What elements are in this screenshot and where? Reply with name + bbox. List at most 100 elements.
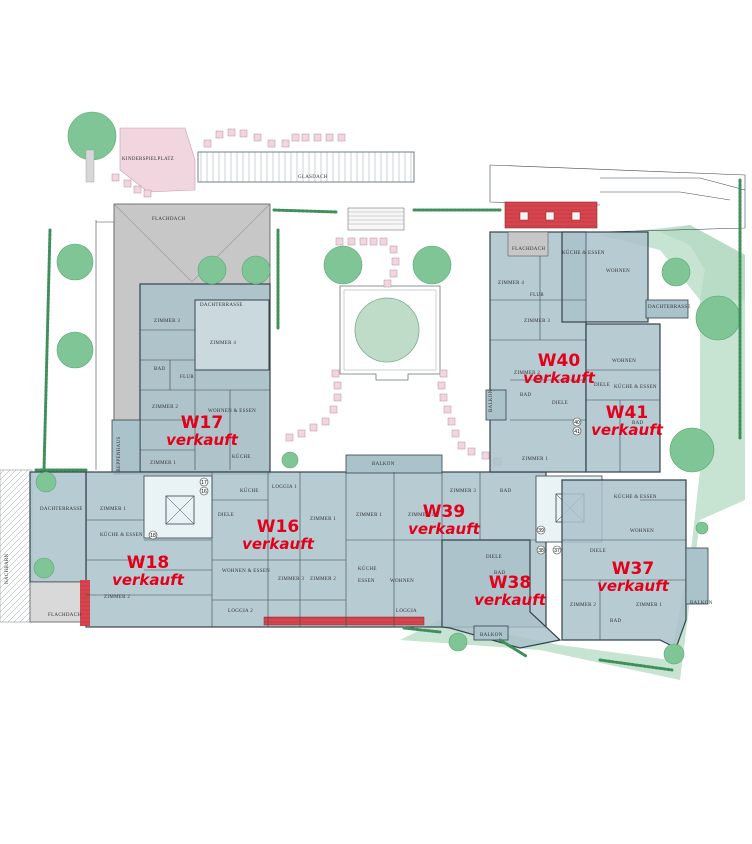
label-kueche-essen: KÜCHE & ESSEN xyxy=(614,384,657,390)
svg-text:38: 38 xyxy=(538,548,544,554)
label-dachterrasse-w18: DACHTERRASSE xyxy=(40,507,83,512)
label-balkon: BALKON xyxy=(480,633,503,638)
courtyard xyxy=(285,207,502,466)
label-zimmer2: ZIMMER 2 xyxy=(152,405,178,410)
label-flur: FLUR xyxy=(180,375,194,380)
svg-text:18: 18 xyxy=(150,533,156,539)
svg-text:37: 37 xyxy=(554,548,560,554)
label-kueche: KÜCHE xyxy=(358,566,377,572)
label-zimmer1: ZIMMER 1 xyxy=(636,603,662,608)
apartment-w41[interactable]: WOHNEN KÜCHE & ESSEN DIELE BAD DACHTERRA… xyxy=(585,299,691,473)
label-kueche-essen: KÜCHE & ESSEN xyxy=(614,494,657,500)
label-bad: BAD xyxy=(610,619,622,624)
label-zimmer1: ZIMMER 1 xyxy=(356,513,382,518)
label-zimmer1: ZIMMER 1 xyxy=(310,517,336,522)
label-wohnen: WOHNEN & ESSEN xyxy=(222,569,270,574)
unit-id: W41 xyxy=(605,403,649,423)
unit-markers: 17 16 18 40 41 39 38 37 xyxy=(148,417,582,555)
label-zimmer2: ZIMMER 2 xyxy=(570,603,596,608)
svg-text:41: 41 xyxy=(574,429,580,435)
pavers-top xyxy=(111,128,346,198)
label-flachdach-bottom: FLACHDACH xyxy=(48,613,81,618)
unit-label-w39[interactable]: W39 verkauft xyxy=(398,502,490,538)
tree-icon xyxy=(663,643,685,665)
label-wohnen: WOHNEN xyxy=(606,269,630,274)
marker-40: 40 xyxy=(572,417,582,427)
unit-status: verkauft xyxy=(474,590,546,609)
label-wohnen: WOHNEN xyxy=(390,579,414,584)
label-diele: DIELE xyxy=(486,555,502,560)
apartment-w18[interactable]: ZIMMER 1 KÜCHE & ESSEN ZIMMER 2 xyxy=(86,507,212,600)
tree-icon xyxy=(323,245,363,285)
label-diele: DIELE xyxy=(552,401,568,406)
label-nachbarn: NACHBARN xyxy=(5,553,10,584)
label-zimmer3: ZIMMER 3 xyxy=(278,577,304,582)
label-bad: BAD xyxy=(500,489,512,494)
unit-label-w41[interactable]: W41 verkauft xyxy=(582,403,672,439)
label-flur: FLUR xyxy=(530,293,544,298)
unit-label-w17[interactable]: W17 verkauft xyxy=(158,413,246,449)
unit-id: W39 xyxy=(422,502,466,522)
label-kinderspielplatz: KINDERSPIELPLATZ xyxy=(122,157,174,162)
playground: KINDERSPIELPLATZ xyxy=(67,111,196,193)
tree-icon xyxy=(661,257,691,287)
label-wohnen: WOHNEN xyxy=(612,359,636,364)
hedges xyxy=(34,178,742,672)
unit-id: W40 xyxy=(537,351,581,371)
tree-icon xyxy=(241,255,271,285)
label-balkon: BALKON xyxy=(690,601,713,606)
tree-icon xyxy=(669,427,715,473)
apartment-w40[interactable]: FLACHDACH KÜCHE & ESSEN WOHNEN ZIMMER 4 … xyxy=(485,201,649,473)
tree-icon xyxy=(448,632,468,652)
label-treppenhaus: TREPPENHAUS xyxy=(117,436,122,475)
label-dachterrasse: DACHTERRASSE xyxy=(200,303,243,308)
label-loggia1: LOGGIA 1 xyxy=(272,485,297,490)
svg-text:40: 40 xyxy=(574,420,580,426)
unit-id: W17 xyxy=(180,413,224,433)
unit-id: W16 xyxy=(256,517,300,537)
label-zimmer4: ZIMMER 4 xyxy=(498,281,524,286)
apartment-w16[interactable]: KÜCHE DIELE LOGGIA 1 ZIMMER 1 WOHNEN & E… xyxy=(211,472,346,627)
label-kueche: KÜCHE xyxy=(232,454,251,460)
apartment-w17[interactable]: ZIMMER 3 ZIMMER 4 DACHTERRASSE BAD FLUR … xyxy=(111,283,271,475)
label-zimmer2: ZIMMER 2 xyxy=(408,513,434,518)
unit-label-w18[interactable]: W18 verkauft xyxy=(102,553,194,589)
marker-41: 41 xyxy=(572,426,582,436)
glass-roof: GLASDACH xyxy=(197,151,415,183)
unit-id: W37 xyxy=(611,559,655,579)
label-essen: ESSEN xyxy=(358,579,375,584)
marker-38: 38 xyxy=(536,545,546,555)
label-loggia: LOGGIA xyxy=(396,609,417,614)
tree-icon xyxy=(412,245,452,285)
fountain-icon xyxy=(354,297,420,363)
label-kueche-essen: KÜCHE & ESSEN xyxy=(100,532,143,538)
unit-id: W18 xyxy=(126,553,170,573)
label-wohnen: WOHNEN & ESSEN xyxy=(208,409,256,414)
label-balkon: BALKON xyxy=(372,462,395,467)
unit-label-w37[interactable]: W37 verkauft xyxy=(586,559,680,595)
label-bad: BAD xyxy=(632,421,644,426)
label-dachterrasse: DACHTERRASSE xyxy=(648,305,691,310)
svg-text:39: 39 xyxy=(538,528,544,534)
unit-label-w40[interactable]: W40 verkauft xyxy=(514,351,604,387)
label-zimmer3: ZIMMER 3 xyxy=(450,489,476,494)
unit-status: verkauft xyxy=(242,534,314,553)
label-bad: BAD xyxy=(520,393,532,398)
label-wohnen: WOHNEN xyxy=(630,529,654,534)
label-diele: DIELE xyxy=(218,513,234,518)
unit-status: verkauft xyxy=(408,519,480,538)
tree-icon xyxy=(695,295,741,341)
label-bad: BAD xyxy=(154,367,166,372)
apartment-w37[interactable]: KÜCHE & ESSEN WOHNEN DIELE ZIMMER 2 ZIMM… xyxy=(561,479,713,649)
label-zimmer1: ZIMMER 1 xyxy=(150,461,176,466)
tree-icon xyxy=(281,451,299,469)
neighbour-area xyxy=(0,469,33,623)
label-zimmer4: ZIMMER 4 xyxy=(210,341,236,346)
unit-label-w16[interactable]: W16 verkauft xyxy=(234,517,322,553)
svg-text:17: 17 xyxy=(201,480,207,486)
trees xyxy=(33,243,741,665)
label-zimmer3: ZIMMER 3 xyxy=(154,319,180,324)
label-zimmer2: ZIMMER 2 xyxy=(104,595,130,600)
unit-label-w38[interactable]: W38 verkauft xyxy=(464,574,556,609)
